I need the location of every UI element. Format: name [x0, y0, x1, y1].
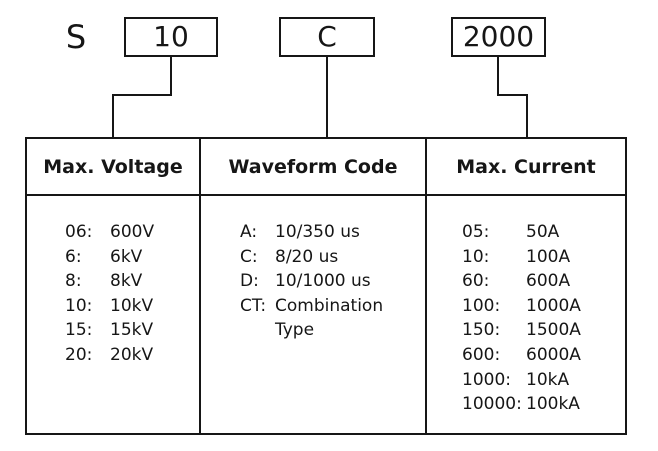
option-code: 05:	[462, 222, 490, 242]
option-code: 600:	[462, 344, 501, 365]
option-value: 1500A	[526, 320, 581, 341]
connector-line-voltage-vertical	[170, 56, 172, 96]
option-code: 60:	[462, 271, 490, 292]
connector-line-voltage-horizontal	[112, 94, 172, 96]
voltage-options-list: 06: 600V 6: 6kV 8: 8kV 10: 10kV	[27, 196, 201, 433]
option-code: 1000:	[462, 369, 511, 390]
option-value: 10kA	[526, 369, 570, 390]
option-code: 100:	[462, 295, 501, 316]
option-value: 15kV	[110, 320, 154, 341]
option-value: Combination	[275, 295, 384, 316]
option-row: 8: 8kV	[65, 269, 199, 294]
option-row: C: 8/20 us	[240, 245, 425, 270]
option-code: 6:	[65, 246, 82, 267]
option-value: 50A	[526, 222, 560, 242]
column-header-voltage: Max. Voltage	[27, 139, 201, 196]
option-row: Type	[240, 318, 425, 343]
column-header-current: Max. Current	[427, 139, 625, 196]
option-code: A:	[240, 222, 258, 242]
waveform-options-list: A: 10/350 us C: 8/20 us D: 10/1000 us CT…	[201, 196, 427, 433]
option-code: 06:	[65, 222, 93, 242]
option-row: 150: 1500A	[462, 318, 625, 343]
option-value: 1000A	[526, 295, 581, 316]
option-code: C:	[240, 246, 258, 267]
option-value: Type	[275, 320, 315, 341]
option-value: 8kV	[110, 271, 143, 292]
option-row: 60: 600A	[462, 269, 625, 294]
option-value: 10kV	[110, 295, 154, 316]
option-code: 8:	[65, 271, 82, 292]
option-row: 6: 6kV	[65, 245, 199, 270]
option-code: 10:	[65, 295, 93, 316]
option-value: 100kA	[526, 394, 580, 415]
connector-line-current-drop	[526, 94, 528, 138]
option-row: 05: 50A	[462, 220, 625, 245]
code-box-current: 2000	[451, 17, 546, 57]
option-code: 10000:	[462, 394, 522, 415]
option-row: A: 10/350 us	[240, 220, 425, 245]
option-value: 600A	[526, 271, 571, 292]
column-header-waveform: Waveform Code	[201, 139, 427, 196]
option-row: 10: 10kV	[65, 294, 199, 319]
code-box-voltage: 10	[124, 17, 218, 57]
option-code: 150:	[462, 320, 501, 341]
option-row: 15: 15kV	[65, 318, 199, 343]
option-code: 10:	[462, 246, 490, 267]
connector-line-current-vertical	[497, 56, 499, 96]
option-code: D:	[240, 271, 259, 292]
option-row: D: 10/1000 us	[240, 269, 425, 294]
option-value: 8/20 us	[275, 246, 339, 267]
option-row: 20: 20kV	[65, 343, 199, 368]
option-row: 06: 600V	[65, 220, 199, 245]
code-box-waveform: C	[279, 17, 375, 57]
option-row: CT: Combination	[240, 294, 425, 319]
option-code	[240, 318, 275, 343]
code-prefix-label: S	[65, 18, 87, 56]
spec-table: Max. Voltage Waveform Code Max. Current …	[25, 137, 627, 435]
option-row: 600: 6000A	[462, 343, 625, 368]
option-code: 20:	[65, 344, 93, 365]
option-value: 10/1000 us	[275, 271, 371, 292]
option-value: 100A	[526, 246, 571, 267]
option-row: 1000: 10kA	[462, 368, 625, 393]
option-value: 600V	[110, 222, 155, 242]
option-value: 20kV	[110, 344, 154, 365]
current-options-list: 05: 50A 10: 100A 60: 600A 100: 1000A	[427, 196, 625, 433]
option-row: 10000: 100kA	[462, 392, 625, 417]
option-value: 6000A	[526, 344, 581, 365]
connector-line-waveform-vertical	[326, 56, 328, 138]
connector-line-voltage-drop	[112, 94, 114, 138]
option-value: 6kV	[110, 246, 143, 267]
option-row: 100: 1000A	[462, 294, 625, 319]
connector-line-current-horizontal	[497, 94, 528, 96]
option-value: 10/350 us	[275, 222, 360, 242]
option-code: 15:	[65, 320, 93, 341]
option-code: CT:	[240, 295, 267, 316]
option-row: 10: 100A	[462, 245, 625, 270]
